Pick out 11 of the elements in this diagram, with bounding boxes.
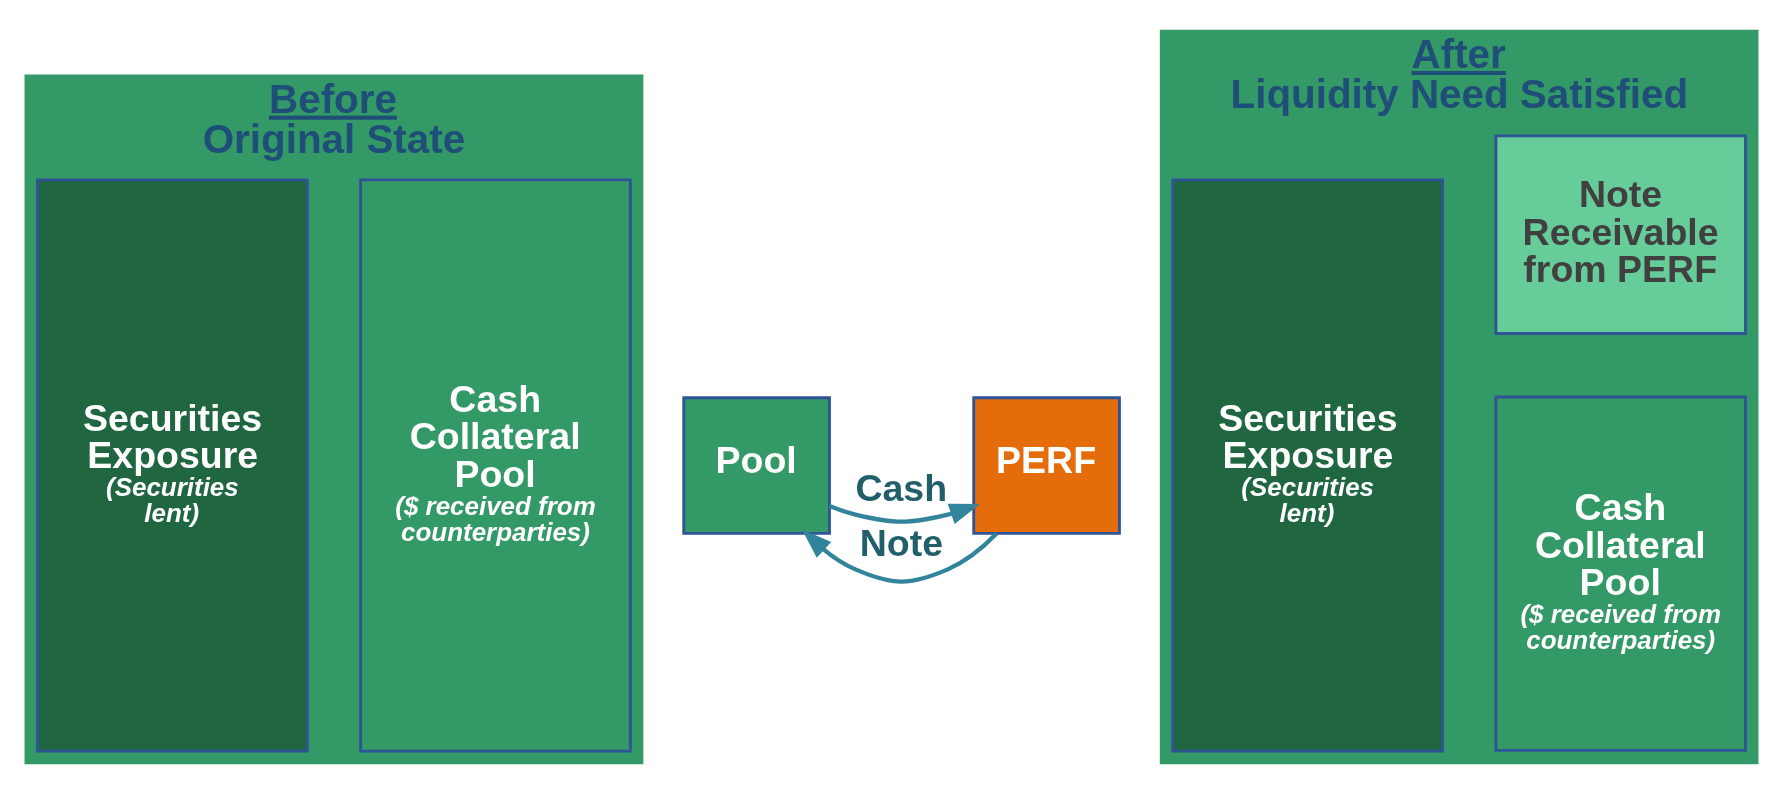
- arrow: [828, 503, 980, 524]
- arrow: [801, 528, 999, 584]
- node-box: Pool: [682, 395, 831, 535]
- edge-label: Cash: [855, 466, 948, 509]
- node-box: Cash Collateral Pool ($ received from counterparties): [359, 177, 632, 753]
- node-box: Securities Exposure (Securities lent): [1171, 177, 1444, 753]
- node-box: Note Receivable from PERF: [1494, 133, 1747, 335]
- node-box: Cash Collateral Pool ($ received from counterparties): [1494, 395, 1747, 752]
- node-box: Securities Exposure (Securities lent): [36, 177, 309, 753]
- edge-label: Note: [859, 521, 944, 564]
- node-box: PERF: [972, 395, 1121, 535]
